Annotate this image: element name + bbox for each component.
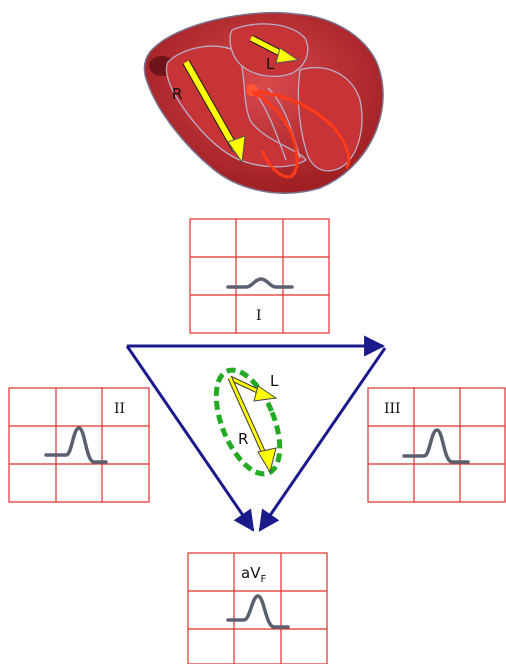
- loop-label-r: R: [238, 430, 248, 448]
- lead-avf-trace: [228, 596, 288, 627]
- heart-label-l: L: [266, 55, 275, 73]
- vector-loop: L R: [203, 361, 292, 482]
- lead-ii-trace: [46, 428, 106, 462]
- lead-i-label: I: [256, 308, 262, 324]
- lead-ii-label: II: [114, 401, 125, 417]
- loop-label-l: L: [270, 372, 279, 390]
- lead-iii-axis: [260, 348, 385, 530]
- heart-label-r: R: [172, 85, 182, 103]
- lead-iii-label: III: [384, 401, 401, 417]
- lead-avf-label: aVF: [241, 564, 266, 585]
- heart-illustration: R L: [144, 13, 383, 193]
- lead-ii-grid: [9, 388, 149, 502]
